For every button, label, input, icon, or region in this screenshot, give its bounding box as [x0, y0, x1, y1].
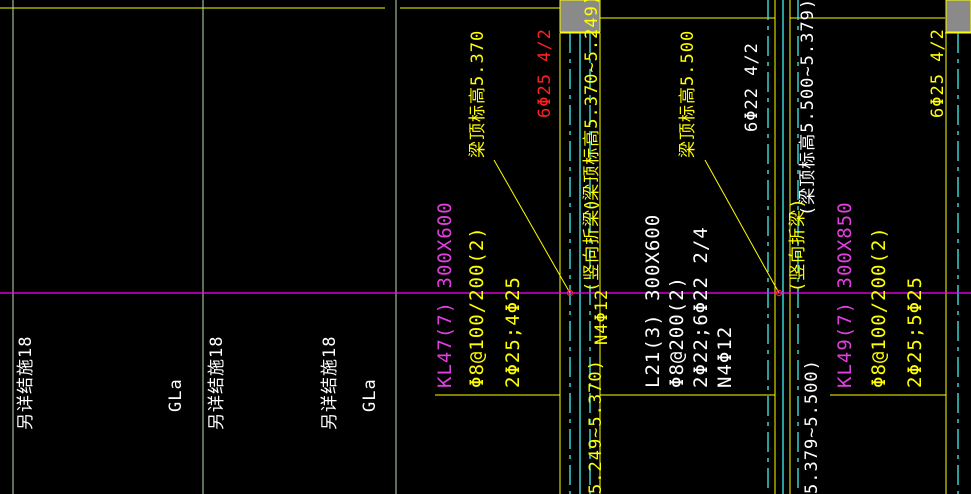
beam-kl47-top-rebar: 6Φ25 4/2 [535, 28, 555, 118]
beam-l21-torsion: N4Φ12 [714, 325, 736, 388]
leader-line [493, 159, 571, 294]
leader-line [704, 159, 780, 294]
beam-kl47-range-note: (梁顶标高5.370~5.249) [582, 0, 602, 212]
note-see-drawing: 另详结施18 [16, 335, 36, 430]
beam-kl49-stirrup: Φ8@100/200(2) [868, 226, 890, 388]
beam-kl49-rebar: 2Φ25;5Φ25 [904, 276, 926, 388]
beam-kl49-top-rebar: 6Φ25 4/2 [928, 28, 948, 118]
note-see-drawing: 另详结施18 [320, 335, 340, 430]
beam-kl47-rebar: 2Φ25;4Φ25 [502, 276, 524, 388]
beam-kl47-elevation-note: 梁顶标高5.370 [468, 29, 488, 158]
beam-l21-range-note: (梁顶标高5.500~5.379) [798, 0, 818, 216]
leader-point-marker [566, 289, 574, 297]
beam-l21-name: L21(3) 300X600 [642, 213, 664, 388]
beam-l21-bottom-elevation: 5.379~5.500) [802, 359, 822, 494]
beam-l21-top-rebar: 6Φ22 4/2 [742, 42, 762, 132]
note-see-drawing: 另详结施18 [207, 335, 227, 430]
beam-kl47-name: KL47(7) 300X600 [434, 201, 456, 388]
beam-kl47-bottom-elevation: 5.249~5.370) [586, 359, 606, 494]
column-label-gla: GLa [166, 378, 186, 412]
beam-l21-stirrup: Φ8@200(2) [666, 276, 688, 388]
column-block [945, 0, 971, 33]
beam-l21-elevation-note: 梁顶标高5.500 [678, 29, 698, 158]
beam-kl47-stirrup: Φ8@100/200(2) [466, 226, 488, 388]
beam-kl49-name: KL49(7) 300X850 [834, 201, 856, 388]
beam-kl47-torsion: N4Φ12 [592, 288, 612, 345]
leader-point-marker [775, 289, 783, 297]
beam-l21-rebar: 2Φ22;6Φ22 2/4 [690, 226, 712, 388]
column-block [559, 0, 601, 33]
column-label-gla: GLa [360, 378, 380, 412]
